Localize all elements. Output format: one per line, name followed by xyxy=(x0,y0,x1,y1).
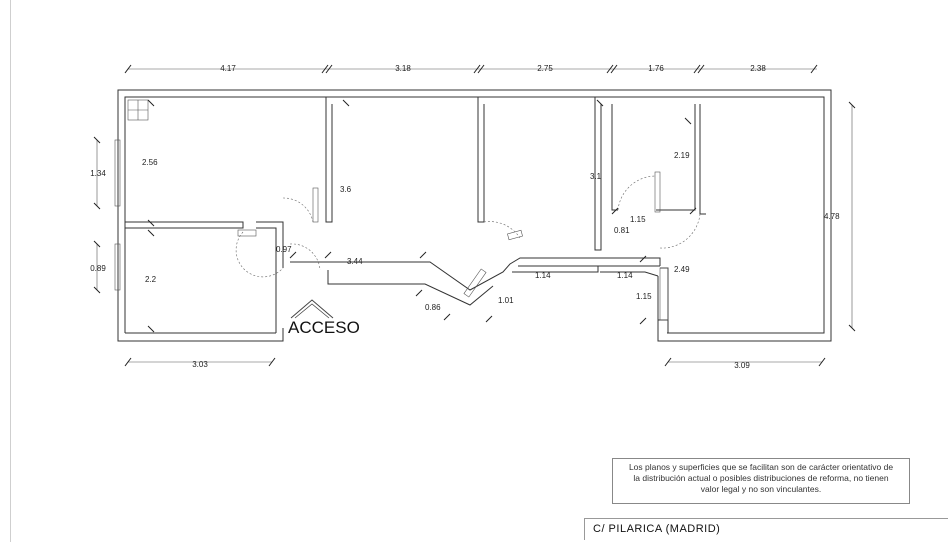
dim-top-4: 1.76 xyxy=(648,64,664,73)
left-windows xyxy=(114,139,121,291)
dim-corridor-7: 0.81 xyxy=(614,226,630,235)
access-arrow-icon xyxy=(290,299,334,319)
dim-right-total: 4.78 xyxy=(824,212,840,221)
outer-walls xyxy=(117,89,832,342)
dim-corridor-5: 1.14 xyxy=(617,271,633,280)
disclaimer-line-2: la distribución actual o posibles distri… xyxy=(633,473,889,483)
top-dimension-line xyxy=(124,64,818,74)
dim-bottom-1: 3.03 xyxy=(192,360,208,369)
dim-room-d: 3.1 xyxy=(590,172,602,181)
dim-top-1: 4.17 xyxy=(220,64,236,73)
door-swings xyxy=(235,171,701,298)
dim-corridor-4: 1.14 xyxy=(535,271,551,280)
dim-top-2: 3.18 xyxy=(395,64,411,73)
dim-corridor-6: 1.15 xyxy=(630,215,646,224)
dim-room-c: 3.6 xyxy=(340,185,352,194)
page-frame-line xyxy=(10,0,11,542)
dim-top-3: 2.75 xyxy=(537,64,553,73)
disclaimer-line-3: valor legal y no son vinculantes. xyxy=(700,484,822,494)
dim-room-f: 2.49 xyxy=(674,265,690,274)
interior-walls xyxy=(125,97,706,333)
dim-room-g: 1.15 xyxy=(636,292,652,301)
dim-corridor-3: 1.01 xyxy=(498,296,514,305)
dim-left-2: 0.89 xyxy=(90,264,106,273)
dim-room-e: 2.19 xyxy=(674,151,690,160)
dim-bottom-2: 3.09 xyxy=(734,361,750,370)
left-dimension-lines xyxy=(93,136,101,294)
right-dimension-line xyxy=(848,101,856,332)
dim-room-b: 2.2 xyxy=(145,275,157,284)
dim-corridor-2: 0.86 xyxy=(425,303,441,312)
address-title: C/ PILARICA (MADRID) xyxy=(584,518,948,540)
corner-marker xyxy=(127,99,149,121)
dim-door-1: 0.97 xyxy=(276,245,292,254)
dim-left-1: 1.34 xyxy=(90,169,106,178)
bottom-dimension-lines xyxy=(124,357,826,367)
disclaimer-line-1: Los planos y superficies que se facilita… xyxy=(628,462,894,472)
address-title-text: C/ PILARICA (MADRID) xyxy=(593,523,721,535)
dim-top-5: 2.38 xyxy=(750,64,766,73)
interior-dimension-ticks xyxy=(147,99,697,333)
disclaimer-box: Los planos y superficies que se facilita… xyxy=(612,458,910,504)
dim-corridor-1: 3.44 xyxy=(347,257,363,266)
access-label: ACCESO xyxy=(288,318,360,337)
dim-room-a: 2.56 xyxy=(142,158,158,167)
